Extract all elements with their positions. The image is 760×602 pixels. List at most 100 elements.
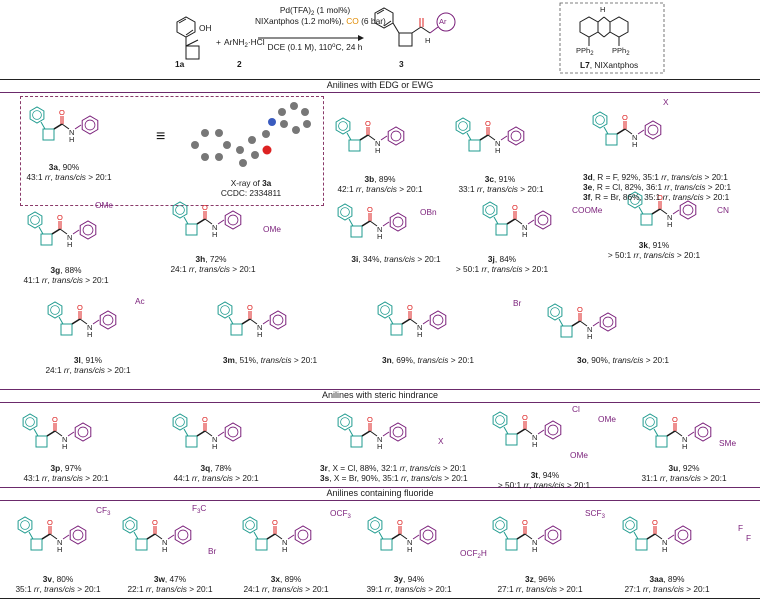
label-3l: 3l, 91% [73,355,103,365]
bond-3d-1 [603,126,609,135]
phenyl-ring-3i [337,203,353,221]
nitrogen-3b: N [375,139,380,148]
phenyl-ring-3n [377,301,393,319]
nitrogen-3p: N [62,435,67,444]
nitrogen-3l: N [87,323,92,332]
aryl-ring-3p [74,422,92,442]
oxygen-3r: O [367,415,373,424]
phenyl-ring-3aa [622,516,638,534]
amide-bond-3d [624,128,633,135]
label-3p: 3p, 97% [50,463,82,473]
phenyl-ring-3q-inner [175,417,185,427]
nitrogen-3aa: N [662,538,667,547]
wedge-3b [359,134,369,141]
aryl-bond-3b [380,135,388,141]
wedge-3t [516,428,526,435]
phenyl-ring-3p [22,413,38,431]
aryl-ring-3v-inner [72,529,84,541]
amide-bond-3n [409,318,418,325]
label-3r: 3r, X = Cl, 88%, 32:1 rr, trans/cis > 20… [320,463,467,473]
sub-3x-ocf3: OCF3 [330,508,351,520]
nh-3aa: H [662,545,667,554]
phenyl-ring-3c [455,117,471,135]
amide-bond-3u [674,430,683,437]
aryl-ring-3h [224,210,242,230]
aryl-bond-3o [592,321,600,327]
cyclobutane-3m [230,323,243,336]
bond-3g-1 [38,226,44,235]
nitrogen-3x: N [282,538,287,547]
nh-3y: H [407,545,412,554]
phenyl-ring-3b [335,117,351,135]
label-3m: 3m, 51%, trans/cis > 20:1 [222,355,318,365]
phenyl-ring-3t-inner [495,415,505,425]
aryl-ring-3u [694,422,712,442]
aryl-ring-3d [644,120,662,140]
wedge-3g [51,228,61,235]
label-3t-rr: > 50:1 rr, trans/cis > 20:1 [497,480,591,490]
wedge-3j [506,218,516,225]
cyclobutane-3i [350,225,363,238]
oxygen-3t: O [522,413,528,422]
wedge-3aa [646,533,656,540]
amide-bond-3j [514,218,523,225]
aryl-ring-3aa [674,525,692,545]
oxygen-3p: O [52,415,58,424]
aryl-bond-3n [422,319,430,325]
nitrogen-3z: N [532,538,537,547]
aryl-bond-3j [527,219,535,225]
oxygen-3v: O [47,518,53,527]
bond-3y-1 [378,531,384,540]
sub-3u-sme: SMe [719,438,737,448]
aryl-bond-3y [412,534,420,540]
label-3w-rr: 22:1 rr, trans/cis > 20:1 [127,584,213,594]
aryl-ring-3a-inner [84,119,96,131]
plus-sign: + [216,37,221,47]
cyclobutane-3z [505,538,518,551]
amide-bond-3c [487,134,496,141]
bond-3j-1 [493,216,499,225]
divider-top [0,79,760,80]
nitrogen-3h: N [212,223,217,232]
aryl-bond-3z [537,534,545,540]
label-3aa-rr: 27:1 rr, trans/cis > 20:1 [624,584,710,594]
amine-label: 2 [237,59,242,69]
wedge-3c [479,134,489,141]
sub-3d-x: X [663,97,669,107]
wedge-3k [651,208,661,215]
sub-3t-ome2: OMe [570,450,588,460]
phenyl-ring-3h [172,201,188,219]
aryl-ring-3n [429,310,447,330]
nitrogen-3a: N [69,128,74,137]
phenyl-ring-3a-inner [32,110,42,120]
amide-bond-3l [79,318,88,325]
label-3v: 3v, 80% [42,574,74,584]
aryl-ring-3q-inner [227,426,239,438]
aryl-ring-3r-inner [392,426,404,438]
phenyl-ring-3u [642,413,658,431]
bond-3i-1 [348,218,354,227]
cyclobutane-3x [255,538,268,551]
sub-3w-f3c: F3C [192,503,207,515]
phenyl-ring-3x [242,516,258,534]
amide-bond-3m [249,318,258,325]
aryl-bond-3a [74,124,82,130]
amide-bond-3b [367,134,376,141]
phenyl-ring-3j-inner [485,205,495,215]
wedge-3l [71,318,81,325]
product-label: 3 [399,59,404,69]
nitrogen-3m: N [257,323,262,332]
cyclobutane-3t [505,433,518,446]
nh-3k: H [667,220,672,229]
aryl-ring-3c [507,126,525,146]
label-3c-rr: 33:1 rr, trans/cis > 20:1 [458,184,544,194]
nh-3h: H [212,230,217,239]
bond-3o-1 [558,318,564,327]
aryl-ring-3m [269,310,287,330]
label-3a-rr: 43:1 rr, trans/cis > 20:1 [26,172,112,182]
aryl-ring-3i [389,212,407,232]
aryl-ring-3l [99,310,117,330]
oxygen-3d: O [622,113,628,122]
aryl-ring-3k-inner [682,204,694,216]
nh-3j: H [522,230,527,239]
